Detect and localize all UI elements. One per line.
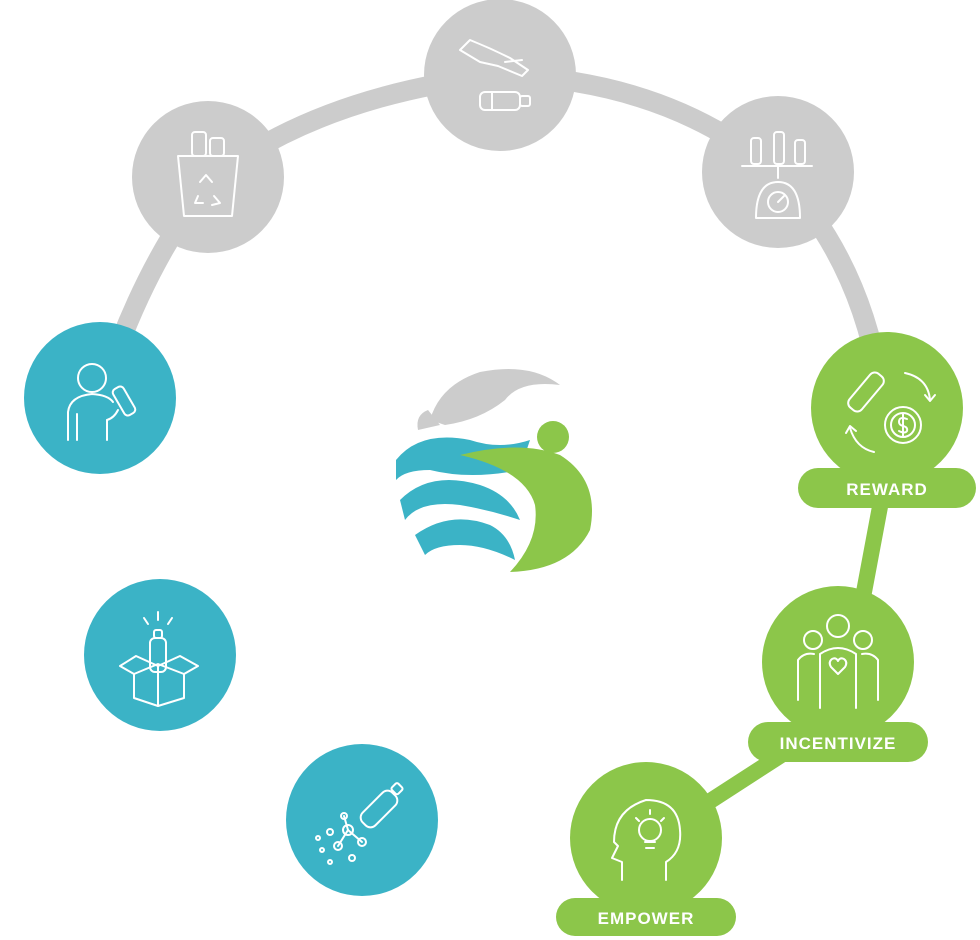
bottle-molecules-icon xyxy=(315,782,404,865)
step-empower: EMPOWER xyxy=(556,762,736,936)
incentivize-label: INCENTIVIZE xyxy=(780,734,897,753)
head-lightbulb-icon xyxy=(611,799,682,881)
scale-bottles-icon xyxy=(741,131,813,219)
step-package xyxy=(84,579,236,731)
step-drink xyxy=(24,322,176,474)
step-reward: REWARD xyxy=(798,332,976,508)
step-recycle-molecules xyxy=(286,744,438,896)
center-logo xyxy=(394,364,602,572)
hand-bottle-icon xyxy=(459,39,531,111)
person-drinking-bottle-icon xyxy=(67,363,137,441)
step-incentivize: INCENTIVIZE xyxy=(748,586,928,762)
community-heart-icon xyxy=(797,614,879,709)
box-bottle-icon xyxy=(119,611,199,707)
step-hand-over xyxy=(424,0,576,151)
step-weigh xyxy=(702,96,854,248)
recycle-bin-icon xyxy=(177,131,239,217)
bottle-dollar-cycle-icon xyxy=(845,371,936,453)
reward-label: REWARD xyxy=(846,480,928,499)
step-dispose xyxy=(132,101,284,253)
empower-label: EMPOWER xyxy=(598,909,695,928)
